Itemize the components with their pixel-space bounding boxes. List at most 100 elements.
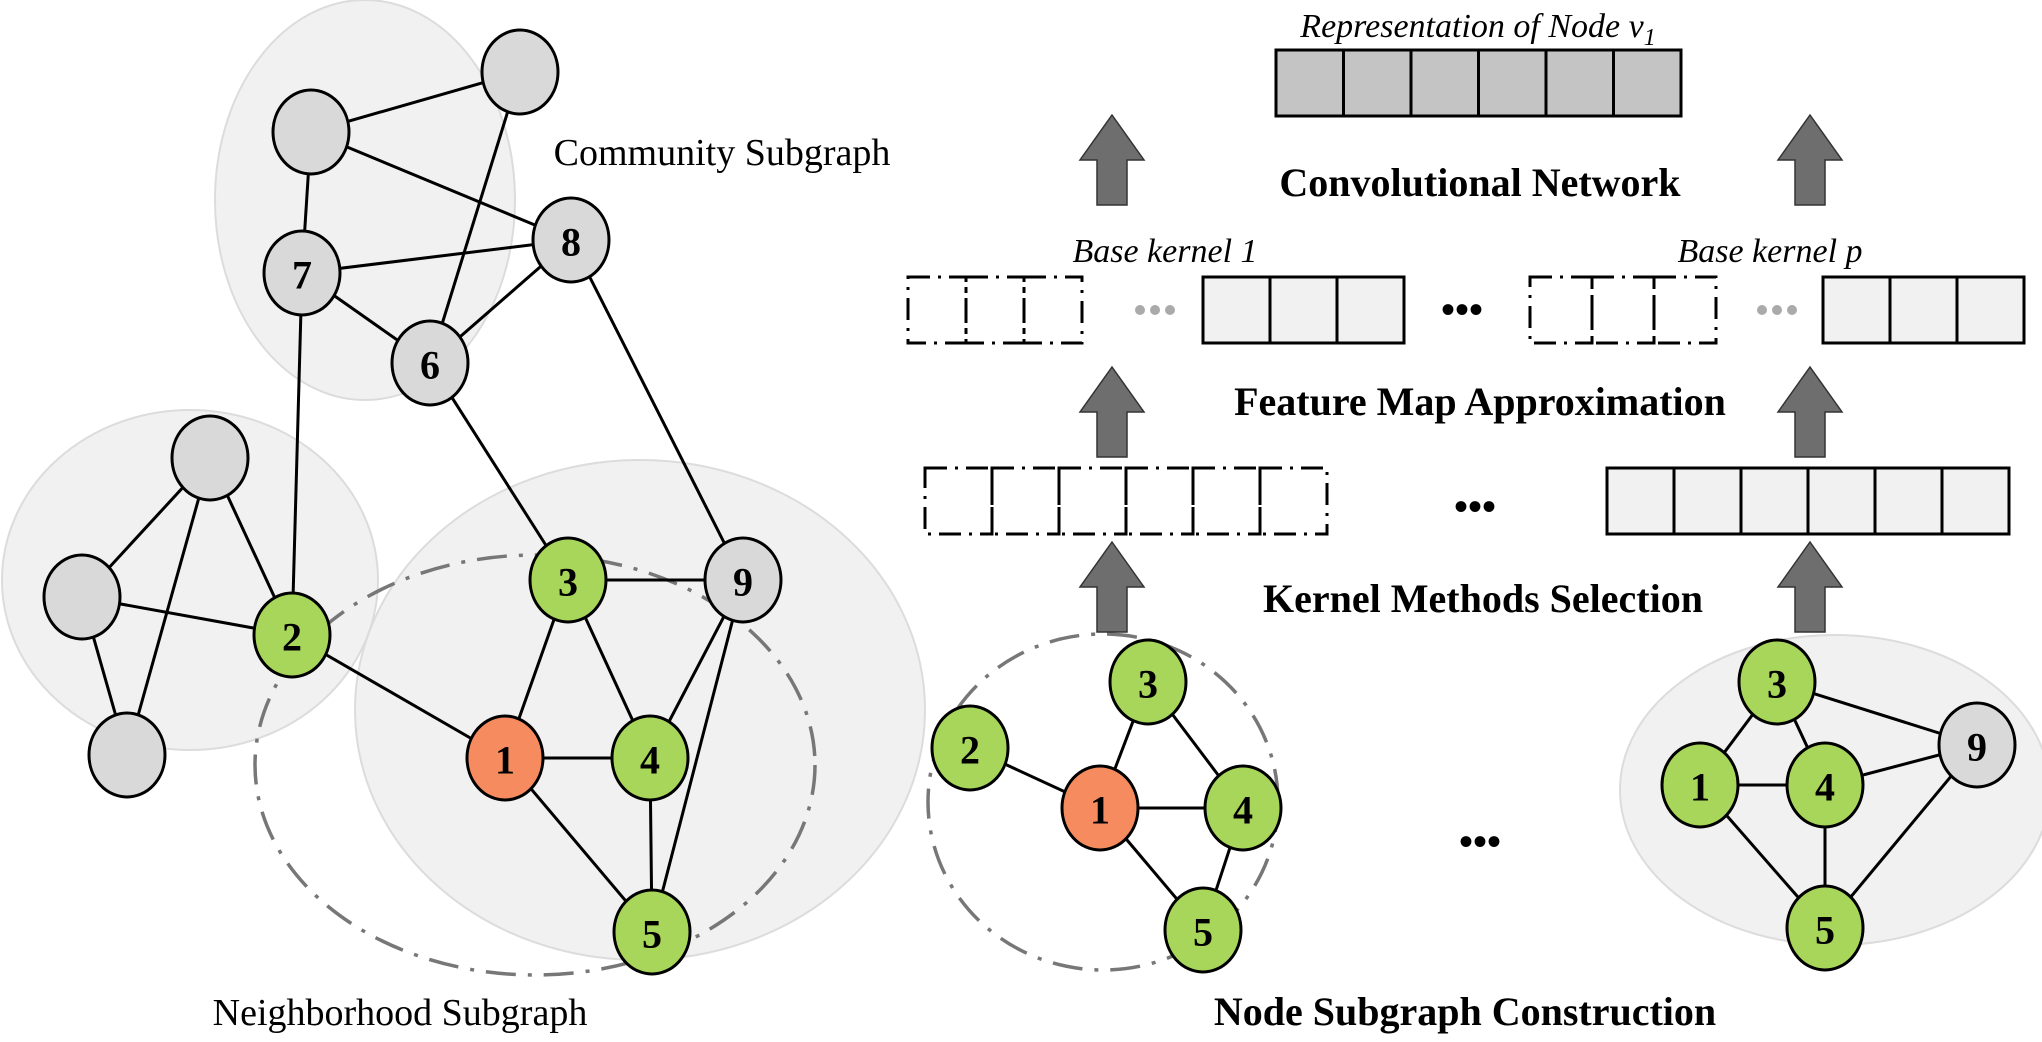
feature-map-1-dashed [906,275,1084,345]
community-graph-node-9: 9 [1937,701,2017,789]
representation-cell [1342,48,1413,118]
feature-map-1-solid [1201,275,1406,345]
node-label: 4 [1815,765,1835,810]
node-circle [170,414,250,502]
gray-dot [1150,305,1160,315]
node-circle [531,196,611,284]
representation-cell [1612,48,1683,118]
node-label: 4 [1233,788,1253,833]
representation-vector [1274,48,1683,118]
node-circle [1203,764,1283,852]
node-label: 5 [1193,910,1213,955]
neighborhood-graph-node-2: 2 [930,704,1010,792]
node-circle [528,536,608,624]
selection-cell [1739,466,1810,536]
neighborhood-graph-node-3: 3 [1108,638,1188,726]
selection-cell [1873,466,1944,536]
community-region-right [354,459,926,961]
feature-cell [1888,275,1959,345]
node-circle [610,714,690,802]
left-graph-edge-7-8 [301,238,572,275]
feature-map-approximation-title: Feature Map Approximation [1234,379,1726,424]
representation-label: Representation of Node v1 [1299,8,1655,51]
kernel-methods-selection-title: Kernel Methods Selection [1263,576,1703,621]
node-label: 2 [282,615,302,660]
left-graph-node-8: 8 [531,196,611,284]
selection-vector-solid [1605,466,2011,536]
node-circle [1785,884,1865,972]
feature-cell [1335,275,1406,345]
selection-dashed-cell [1057,466,1128,536]
base-kernel-1-label: Base kernel 1 [1072,233,1257,270]
feature-map-1-gray-dots [1135,305,1175,315]
left-graph-edge-9-5 [650,579,745,933]
node-label: 1 [1090,788,1110,833]
arrow-up-icon [1078,113,1146,206]
representation-cell [1409,48,1480,118]
node-circle [1060,764,1140,852]
representation-cell [1477,48,1548,118]
feature-dashed-cell [1528,275,1594,345]
feature-cell [1268,275,1339,345]
node-circle [930,704,1010,792]
feature-map-p-solid [1821,275,2026,345]
feature-cell [1955,275,2026,345]
arrow-up-icon [1776,365,1844,458]
node-circle [1785,741,1865,829]
node-label: 5 [1815,908,1835,953]
node-circle [1163,886,1243,974]
left-graph-edge-b-6 [428,71,522,364]
arrow-up-icon [1078,540,1146,633]
feature-map-p-dashed [1528,275,1718,345]
base-kernel-p-label: Base kernel p [1677,233,1862,270]
community-graph-node-4: 4 [1785,741,1865,829]
feature-dashed-cell [964,275,1026,345]
left-graph-edge-2-1 [291,633,506,760]
selection-dashed-cell [1191,466,1262,536]
left-graph-edge-7-2 [290,272,304,636]
selection-cell [1940,466,2011,536]
neighborhood-graph-nodes: 1 2 3 4 5 [930,638,1283,974]
gray-dot [1772,305,1782,315]
node-circle [87,711,167,799]
flow-arrows [1078,113,1844,633]
feature-dashed-cell [1022,275,1084,345]
selection-cell [1605,466,1676,536]
node-circle [480,28,560,116]
left-graph-node [42,553,122,641]
node-circle [262,229,342,317]
node-label: 1 [495,738,515,783]
node-circle [703,536,783,624]
neighborhood-boundary-left [253,553,817,977]
node-circle [1108,638,1188,726]
node-circle [1737,638,1817,726]
gray-dot [1165,305,1175,315]
neighborhood-graph-node-1: 1 [1060,764,1140,852]
gray-dot [1757,305,1767,315]
arrow-up-icon [1776,113,1844,206]
left-graph-node-5: 5 [612,888,692,976]
representation-label-subscript: 1 [1644,25,1656,51]
feature-dashed-cell [1590,275,1656,345]
feature-map-ellipsis: ••• [1441,287,1483,332]
selection-dashed-cell [1258,466,1329,536]
node-label: 9 [733,560,753,605]
node-circle [1660,741,1740,829]
node-label: 6 [420,343,440,388]
node-label: 1 [1690,765,1710,810]
left-graph-edge-6-3 [428,362,570,581]
node-circle [390,319,470,407]
node-label: 9 [1967,725,1987,770]
left-graph-node [87,711,167,799]
node-label: 4 [640,738,660,783]
node-circle [465,714,545,802]
node-circle [42,553,122,641]
left-graph-node-4: 4 [610,714,690,802]
left-graph-node [480,28,560,116]
convolutional-network-title: Convolutional Network [1279,160,1681,205]
selection-cell [1806,466,1877,536]
selection-cell [1672,466,1743,536]
representation-label-text: Representation of Node v [1299,8,1644,45]
node-label: 3 [1767,662,1787,707]
